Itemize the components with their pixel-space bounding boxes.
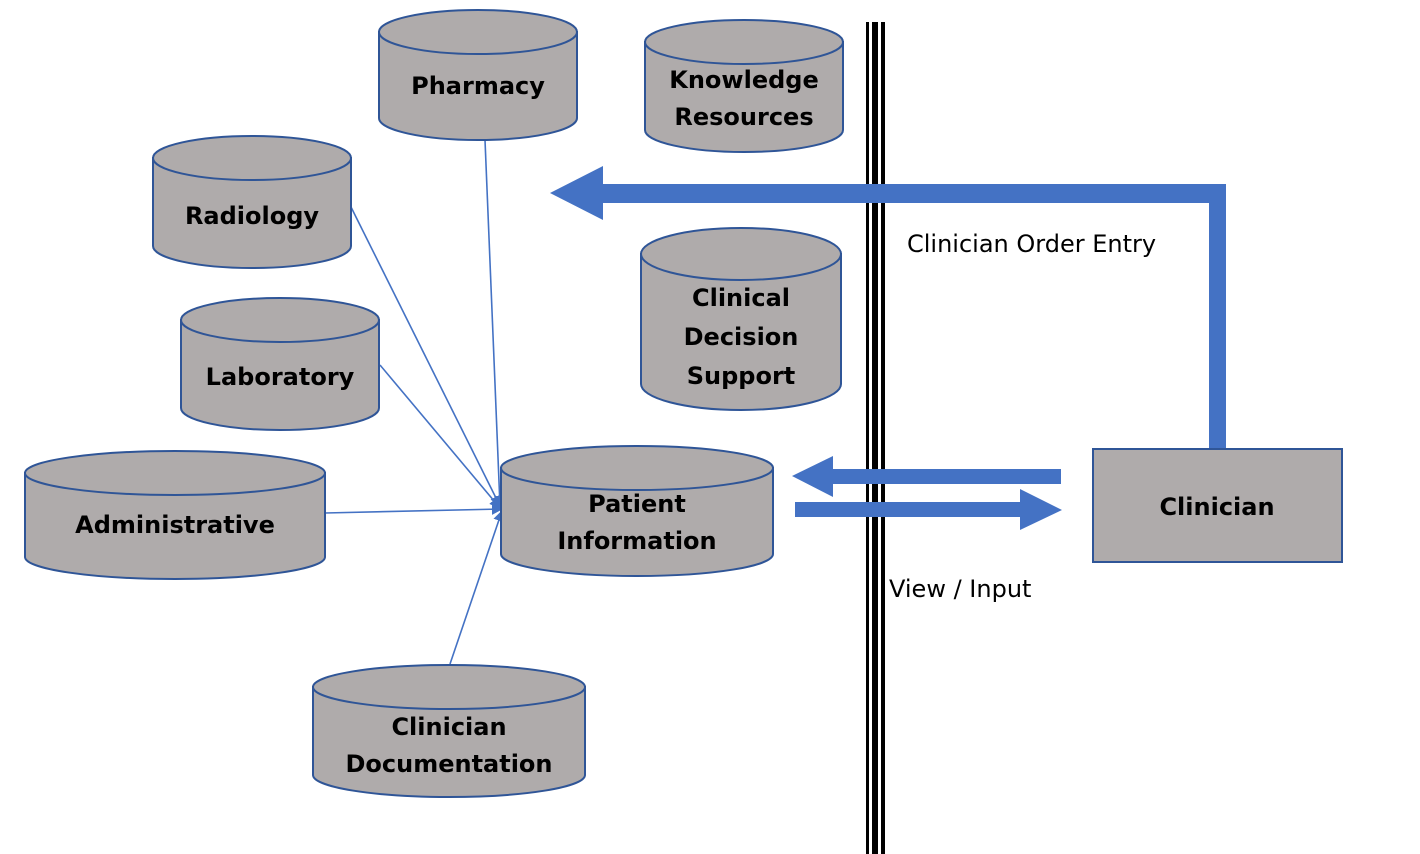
documentation-label-line: Documentation: [345, 750, 552, 778]
connectors: [324, 139, 506, 665]
documentation-cylinder-top: [312, 664, 586, 710]
order-entry-arrow: [550, 166, 1226, 450]
laboratory-cylinder-top: [180, 297, 380, 343]
knowledge-cylinder-body: [644, 41, 844, 153]
cds-cylinder-top: [640, 227, 842, 281]
radiology-cylinder-body: [152, 157, 352, 269]
cds-label-line: Clinical: [692, 284, 790, 312]
patient-label-line: Patient: [588, 490, 686, 518]
radiology-node: Radiology: [152, 135, 352, 269]
administrative-label-line: Administrative: [75, 511, 275, 539]
documentation-cylinder-body: [312, 686, 586, 798]
connector-documentation-to-patient: [449, 509, 505, 665]
knowledge-label-line: Knowledge: [669, 66, 818, 94]
cds-label-line: Support: [687, 362, 796, 390]
view-input-label: View / Input: [889, 575, 1031, 603]
patient-cylinder-body: [500, 467, 774, 577]
pharmacy-label-line: Pharmacy: [411, 72, 545, 100]
knowledge-cylinder-top: [644, 19, 844, 65]
radiology-cylinder-top: [152, 135, 352, 181]
administrative-node: Administrative: [24, 450, 326, 580]
radiology-label-line: Radiology: [185, 202, 319, 230]
pharmacy-cylinder-body: [378, 31, 578, 141]
pharmacy-cylinder-top: [378, 9, 578, 55]
administrative-cylinder-top: [24, 450, 326, 496]
system-boundary-barrier: [866, 22, 885, 854]
laboratory-cylinder-body: [180, 319, 380, 431]
clinician-node: Clinician: [1092, 448, 1343, 563]
cds-label-line: Decision: [684, 323, 799, 351]
laboratory-label-line: Laboratory: [206, 363, 355, 391]
patient-label-line: Information: [557, 527, 716, 555]
clinician-label: Clinician: [1159, 493, 1274, 521]
cds-cylinder-body: [640, 253, 842, 411]
laboratory-node: Laboratory: [180, 297, 380, 431]
connector-radiology-to-patient: [349, 204, 501, 508]
pharmacy-node: Pharmacy: [378, 9, 578, 141]
order-entry-label: Clinician Order Entry: [907, 230, 1156, 258]
connector-laboratory-to-patient: [379, 364, 501, 509]
patient-cylinder-top: [500, 445, 774, 491]
connector-pharmacy-to-patient: [484, 139, 506, 508]
knowledge-label-line: Resources: [674, 103, 813, 131]
view-input-arrows: [792, 456, 1062, 530]
connector-administrative-to-patient: [324, 503, 504, 515]
administrative-cylinder-body: [24, 472, 326, 580]
documentation-label-line: Clinician: [391, 713, 506, 741]
